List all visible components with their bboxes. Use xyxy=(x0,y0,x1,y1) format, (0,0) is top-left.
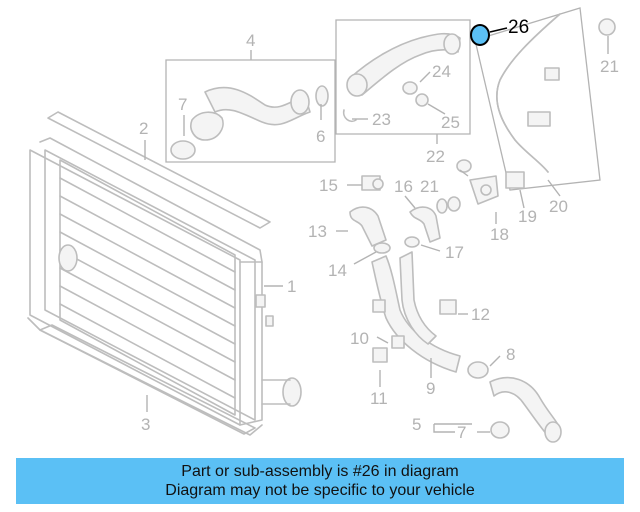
callout-21a: 21 xyxy=(600,57,619,76)
callout-24: 24 xyxy=(432,62,451,81)
callout-2: 2 xyxy=(139,119,148,138)
callout-21b: 21 xyxy=(420,177,439,196)
callout-16: 16 xyxy=(394,177,413,196)
clamp-17 xyxy=(404,236,420,248)
callout-11: 11 xyxy=(370,389,388,408)
callout-1: 1 xyxy=(287,277,296,296)
info-banner: Part or sub-assembly is #26 in diagram D… xyxy=(16,458,624,504)
hose-5 xyxy=(489,376,562,443)
valve-18 xyxy=(447,175,499,212)
clamp-21-upper xyxy=(598,18,616,36)
lower-support-strip xyxy=(39,324,256,435)
banner-line-disclaimer: Diagram may not be specific to your vehi… xyxy=(165,482,475,499)
banner-line-part-info: Part or sub-assembly is #26 in diagram xyxy=(181,463,459,480)
hose-13 xyxy=(349,206,387,247)
callout-12: 12 xyxy=(471,305,490,324)
callout-20: 20 xyxy=(549,197,568,216)
group-box-22 xyxy=(335,19,471,135)
upper-support-strip xyxy=(47,111,271,229)
callout-9: 9 xyxy=(426,379,435,398)
callout-10: 10 xyxy=(350,329,369,348)
group-box-20 xyxy=(474,7,601,191)
callout-22: 22 xyxy=(426,147,445,166)
callout-18: 18 xyxy=(490,225,509,244)
o-ring-21-lower xyxy=(456,159,472,173)
callout-4: 4 xyxy=(246,31,255,50)
callout-3: 3 xyxy=(141,415,150,434)
sensor-19 xyxy=(505,171,525,189)
o-ring-26 xyxy=(470,24,490,46)
callout-13: 13 xyxy=(308,222,327,241)
group-box-4 xyxy=(165,59,336,163)
callout-labels: 1 2 3 4 5 6 7 7 8 9 10 11 12 13 14 15 16… xyxy=(139,17,619,442)
callout-5: 5 xyxy=(412,415,421,434)
callout-6: 6 xyxy=(316,127,325,146)
clamp-14 xyxy=(373,242,391,254)
sensor-12 xyxy=(439,299,457,315)
callout-7b: 7 xyxy=(457,423,466,442)
callout-25: 25 xyxy=(441,113,460,132)
callout-14: 14 xyxy=(328,261,347,280)
parts-diagram: 1 2 3 4 5 6 7 7 8 9 10 11 12 13 14 15 16… xyxy=(27,7,619,443)
callout-15: 15 xyxy=(319,176,338,195)
callout-26: 26 xyxy=(508,17,529,38)
hose-16 xyxy=(409,198,448,243)
callout-23: 23 xyxy=(372,110,391,129)
grommet-11 xyxy=(372,347,388,363)
callout-17: 17 xyxy=(445,243,464,262)
intercooler-radiator xyxy=(27,137,302,436)
leader-lines xyxy=(144,27,609,433)
callout-7a: 7 xyxy=(178,95,187,114)
callout-8: 8 xyxy=(506,345,515,364)
grommet-10 xyxy=(372,299,405,349)
callout-19: 19 xyxy=(518,207,537,226)
clamp-7-lower xyxy=(490,421,510,439)
clamp-8 xyxy=(467,361,489,379)
sensor-15 xyxy=(361,175,384,191)
